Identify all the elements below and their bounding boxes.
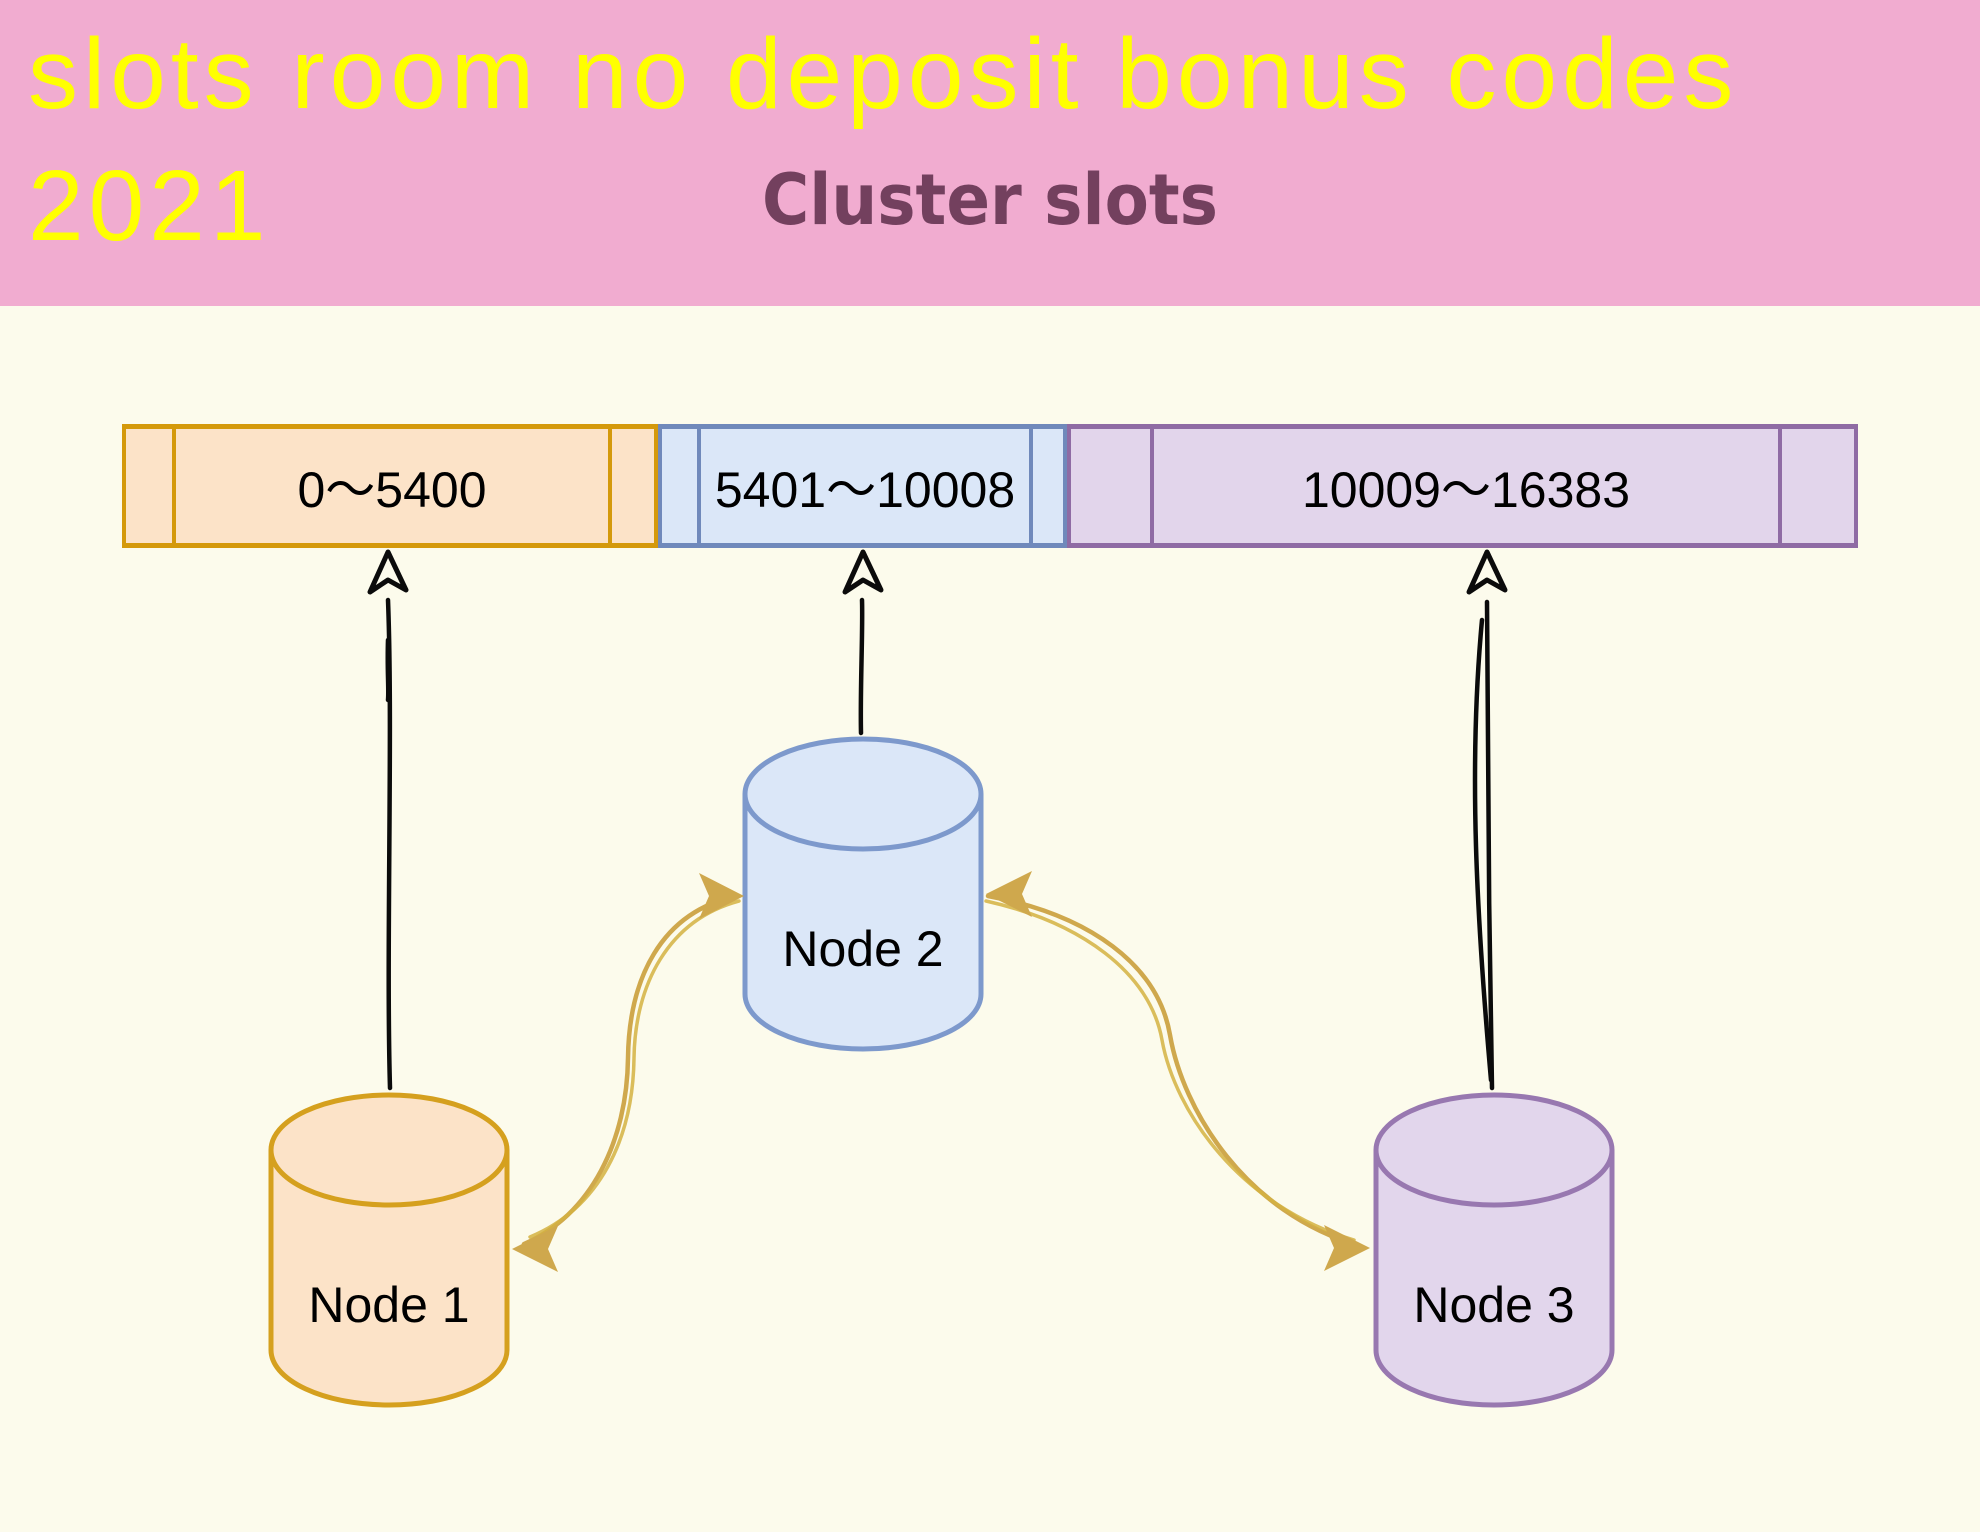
database-cylinder-icon	[1373, 1092, 1615, 1408]
segment-divider	[1778, 429, 1782, 543]
segment-divider	[1150, 429, 1154, 543]
segment-divider	[1029, 429, 1033, 543]
node-3-label: Node 3	[1413, 1277, 1575, 1333]
diagram-subtitle: Cluster slots	[762, 159, 1218, 241]
page-title-line2: 2021	[28, 150, 271, 262]
slot-segment-5401-10008: 5401～10008	[658, 424, 1067, 548]
node3-to-slots-arrow	[1466, 549, 1508, 1091]
node2-to-slots-arrow	[842, 549, 884, 736]
slot-range-label: 5401～10008	[714, 462, 1016, 518]
node-1-label: Node 1	[308, 1277, 470, 1333]
gossip-arrow-node2-node3	[984, 871, 1370, 1271]
segment-divider	[172, 429, 176, 543]
slot-range-label: 0～5400	[297, 462, 487, 518]
node-1-cylinder: Node 1	[268, 1092, 510, 1408]
page-title-line1: slots room no deposit bonus codes	[28, 18, 1739, 130]
database-cylinder-icon	[742, 736, 984, 1052]
gossip-arrow-node1-node2	[512, 873, 744, 1272]
node-2-cylinder: Node 2	[742, 736, 984, 1052]
database-cylinder-icon	[268, 1092, 510, 1408]
segment-divider	[697, 429, 701, 543]
node1-to-slots-arrow	[367, 549, 409, 1091]
node-2-label: Node 2	[782, 921, 944, 977]
slot-segment-0-5400: 0～5400	[122, 424, 658, 548]
slot-range-label: 10009～16383	[1301, 462, 1631, 518]
slot-range-bar: 0～5400 5401～10008 10009～16383	[122, 424, 1858, 548]
node-3-cylinder: Node 3	[1373, 1092, 1615, 1408]
segment-divider	[608, 429, 612, 543]
slot-segment-10009-16383: 10009～16383	[1067, 424, 1858, 548]
header-banner: slots room no deposit bonus codes 2021 C…	[0, 0, 1980, 306]
